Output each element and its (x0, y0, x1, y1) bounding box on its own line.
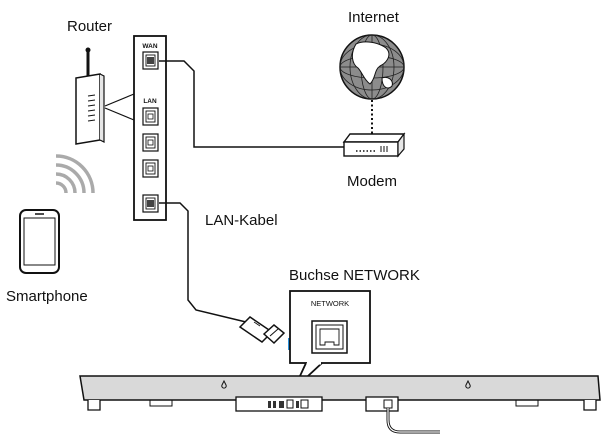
lan-port (142, 133, 159, 152)
router-device (75, 47, 135, 145)
wan-port (142, 51, 159, 70)
lan-label: LAN (143, 98, 157, 105)
smartphone-label: Smartphone (6, 288, 88, 305)
wan-label: WAN (142, 43, 157, 50)
lan-port (142, 159, 159, 178)
wifi-icon (55, 154, 95, 194)
lan-cable (159, 202, 247, 323)
modem-cable (159, 60, 344, 148)
modem-device (342, 132, 406, 158)
smartphone-icon (19, 209, 60, 274)
lan-port-used (142, 194, 159, 213)
network-jack-callout: NETWORK (289, 290, 371, 390)
network-jack-label: NETWORK (311, 299, 349, 308)
globe-icon (339, 34, 405, 100)
modem-label: Modem (347, 173, 397, 190)
router-label: Router (67, 18, 112, 35)
jack-label: Buchse NETWORK (289, 267, 420, 284)
lan-port (142, 107, 159, 126)
lan-cable-plug (238, 316, 286, 345)
internet-label: Internet (348, 9, 400, 26)
lan-cable-label: LAN-Kabel (205, 212, 278, 229)
soundbar-device (79, 375, 601, 412)
